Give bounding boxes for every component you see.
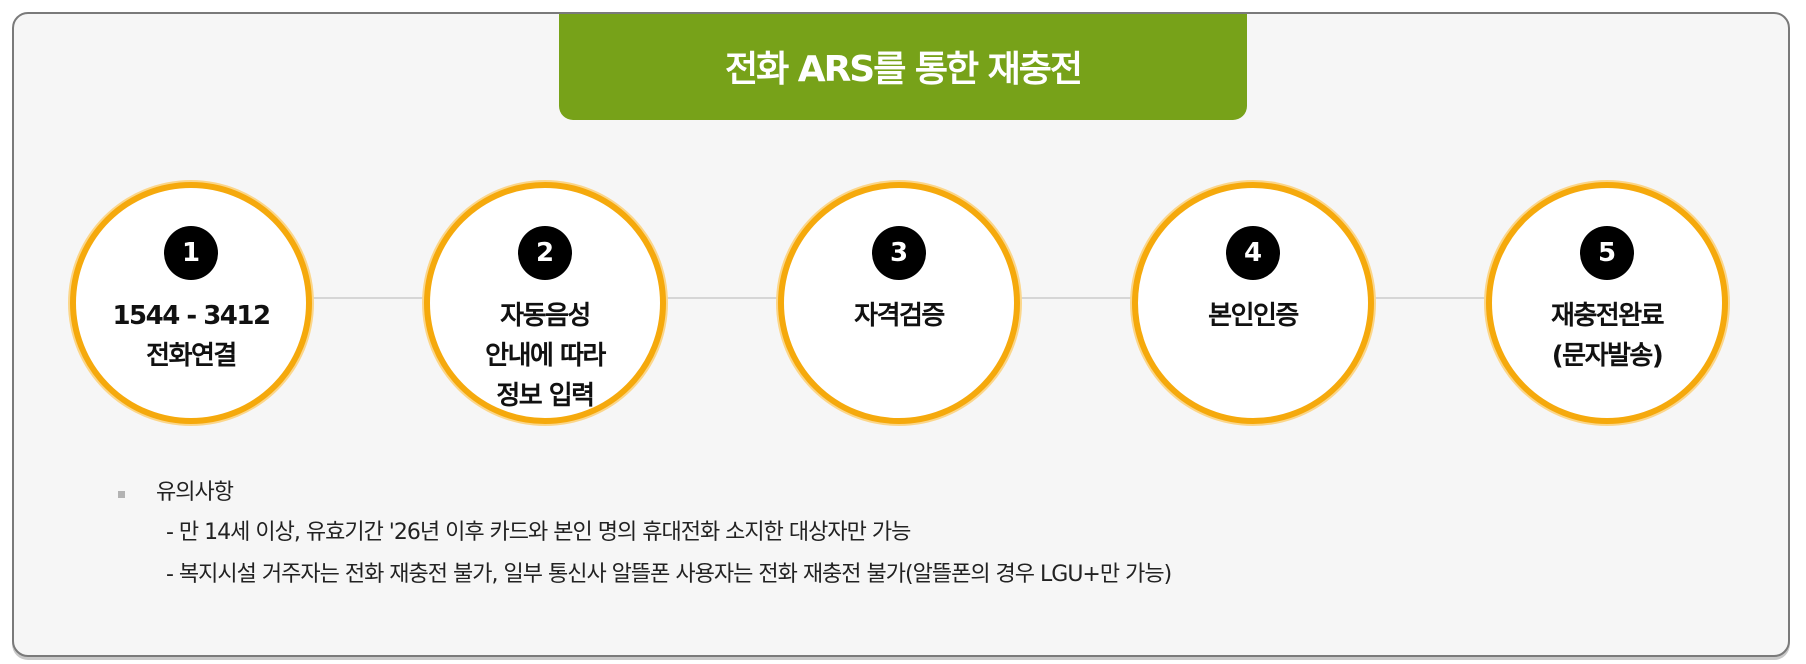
step-4-number-badge: 4 (1226, 226, 1280, 280)
step-5-circle: 5 재충전완료 (문자발송) (1486, 182, 1728, 424)
notes-heading-row: 유의사항 (118, 474, 1171, 512)
step-2-circle: 2 자동음성 안내에 따라 정보 입력 (424, 182, 666, 424)
step-4-label: 본인인증 (1208, 301, 1299, 331)
notes-heading: 유의사항 (156, 480, 234, 505)
title-banner: 전화 ARS를 통한 재충전 (559, 14, 1247, 120)
step-5-label: 재충전완료 (문자발송) (1550, 301, 1665, 371)
step-5-number-badge: 5 (1580, 226, 1634, 280)
step-3-circle: 3 자격검증 (778, 182, 1020, 424)
step-1-circle: 1 1544 - 3412 전화연결 (70, 182, 312, 424)
square-bullet-icon (118, 491, 125, 498)
step-4-circle: 4 본인인증 (1132, 182, 1374, 424)
notes-section: 유의사항 - 만 14세 이상, 유효기간 '26년 이후 카드와 본인 명의 … (118, 474, 1172, 596)
step-2-label: 자동음성 안내에 따라 정보 입력 (485, 301, 606, 411)
step-2-number-badge: 2 (518, 226, 572, 280)
note-line-eligibility: - 만 14세 이상, 유효기간 '26년 이후 카드와 본인 명의 휴대전화 … (166, 520, 911, 545)
step-1-label: 1544 - 3412 전화연결 (112, 301, 271, 371)
page-title: 전화 ARS를 통한 재충전 (724, 49, 1083, 90)
step-1-number-badge: 1 (164, 226, 218, 280)
step-3-label: 자격검증 (854, 301, 945, 331)
ars-recharge-panel: 전화 ARS를 통한 재충전 1 1544 - 3412 전화연결 2 자동음성… (12, 12, 1790, 657)
step-3-number-badge: 3 (872, 226, 926, 280)
note-line-restrictions: - 복지시설 거주자는 전화 재충전 불가, 일부 통신사 알뜰폰 사용자는 전… (166, 562, 1172, 587)
